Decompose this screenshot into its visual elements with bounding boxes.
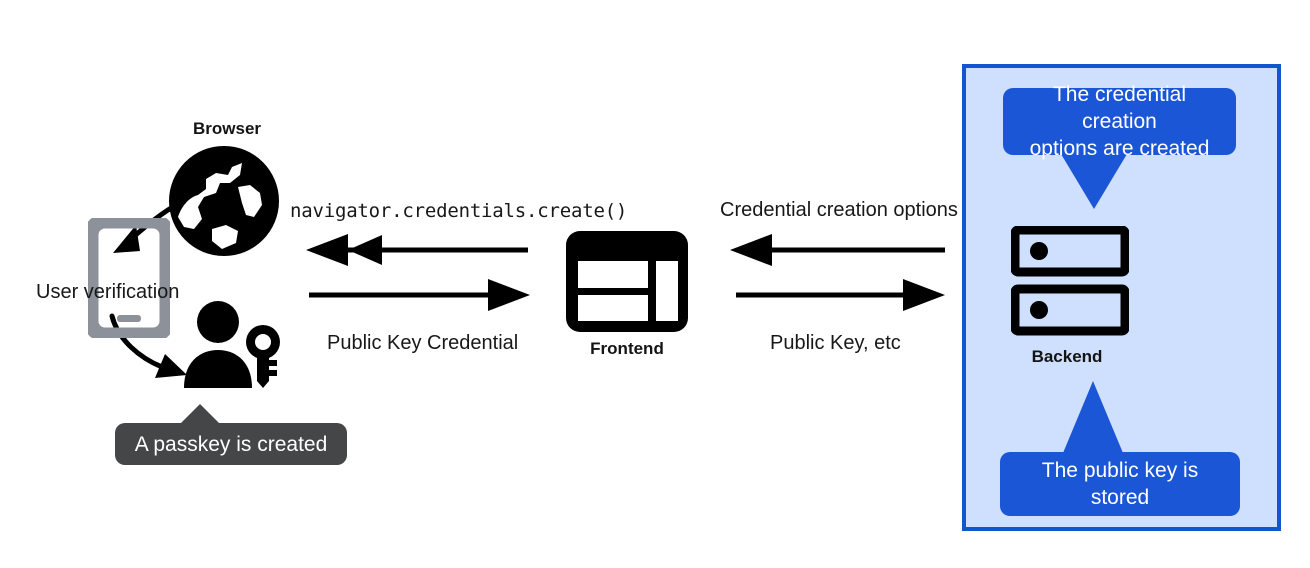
edge-label-credential-creation-options: Credential creation options xyxy=(720,199,958,221)
callout-pointer-credential-options xyxy=(1061,154,1127,209)
callout-passkey-created: A passkey is created xyxy=(115,423,347,465)
callout-credential-options-created: The credential creation options are crea… xyxy=(1003,83,1236,160)
edge-label-public-key-etc: Public Key, etc xyxy=(770,332,901,354)
callout-line-2: options are created xyxy=(1029,137,1210,160)
callout-pointer-public-key-stored xyxy=(1063,381,1123,453)
callout-line-1: The public key is xyxy=(1041,459,1199,482)
annotation-user-verification: User verification xyxy=(36,281,180,303)
server-rack-icon xyxy=(1010,225,1130,337)
edge-label-navigator-create: navigator.credentials.create() xyxy=(290,200,628,222)
mobile-phone-icon xyxy=(83,213,175,343)
arrow-browser-to-frontend xyxy=(309,279,530,311)
node-label-backend: Backend xyxy=(1031,347,1103,366)
callout-pointer-passkey-created xyxy=(178,404,222,426)
callout-line-1: The credential creation xyxy=(1052,83,1187,133)
node-label-browser: Browser xyxy=(192,119,262,138)
person-with-key-icon xyxy=(182,300,288,388)
dashboard-layout-icon xyxy=(566,231,688,332)
globe-icon xyxy=(168,145,280,257)
edge-label-public-key-credential: Public Key Credential xyxy=(327,332,519,354)
node-label-frontend: Frontend xyxy=(590,339,664,358)
callout-public-key-stored: The public key is stored xyxy=(1000,452,1240,516)
arrow-frontend-to-browser xyxy=(306,234,528,266)
callout-text: The public key is stored xyxy=(1042,457,1198,511)
callout-text: The credential creation options are crea… xyxy=(1017,81,1222,162)
arrow-frontend-to-backend xyxy=(736,279,945,311)
arrow-backend-to-frontend xyxy=(730,234,945,266)
callout-line-2: stored xyxy=(1090,486,1150,509)
